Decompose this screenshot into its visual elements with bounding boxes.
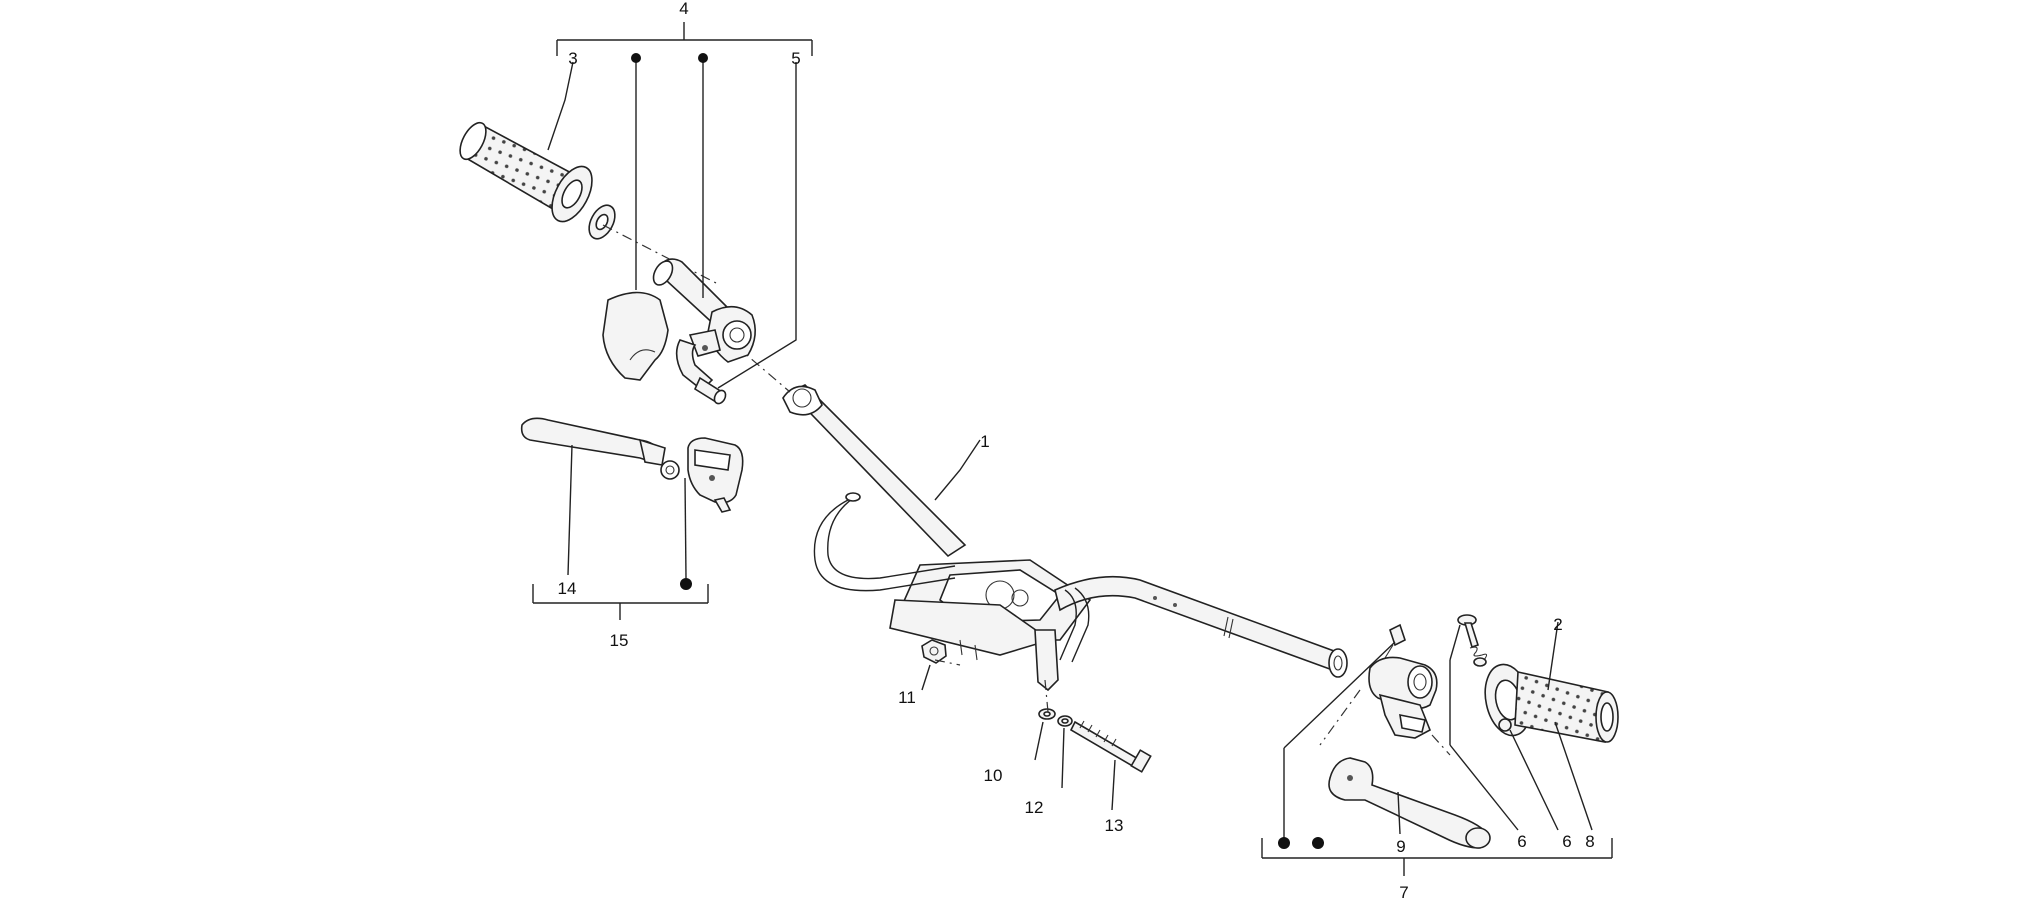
- ref-dot: [698, 53, 708, 63]
- bolt-part-13: [1069, 720, 1152, 773]
- ref-dot: [631, 53, 641, 63]
- part-label-7: 7: [1399, 883, 1408, 901]
- left-grip-part-3: [459, 121, 616, 240]
- washer-part-12: [1057, 715, 1073, 727]
- part-label-14: 14: [558, 579, 577, 598]
- part-label-3: 3: [568, 49, 577, 68]
- part-label-15: 15: [610, 631, 629, 650]
- screw-part-6: [1457, 614, 1480, 649]
- screw-left-of-right-switch: [1384, 623, 1406, 659]
- part-label-9: 9: [1396, 837, 1405, 856]
- part-label-1: 1: [980, 432, 989, 451]
- part-label-13: 13: [1105, 816, 1124, 835]
- group-7-bracket: [1261, 838, 1613, 876]
- part-label-2: 2: [1553, 615, 1562, 634]
- part-label-6: 6: [1517, 832, 1526, 851]
- left-switch-assembly: [602, 258, 756, 405]
- part-label-5: 5: [791, 49, 800, 68]
- left-master-cylinder: [660, 437, 744, 513]
- part-label-10: 10: [984, 766, 1003, 785]
- part-label-8: 8: [1585, 832, 1594, 851]
- part-label-4: 4: [679, 0, 688, 18]
- group-15-bracket: [532, 584, 709, 620]
- ref-dot: [1278, 837, 1290, 849]
- right-master-cylinder: [1368, 656, 1438, 739]
- handlebar-part-1: [782, 384, 1348, 692]
- washer-part-10: [1038, 708, 1056, 720]
- ref-dot: [1312, 837, 1324, 849]
- left-brake-lever-part-14: [520, 417, 666, 466]
- part-label-6: 6: [1562, 832, 1571, 851]
- right-grip-part-2: [1484, 663, 1619, 743]
- ref-dot: [680, 578, 692, 590]
- spring-part-6: [1469, 646, 1488, 667]
- group-4-bracket: [556, 22, 813, 56]
- part-label-12: 12: [1025, 798, 1044, 817]
- right-brake-lever-part-9: [1328, 757, 1491, 849]
- part-label-11: 11: [898, 688, 916, 707]
- nut-part-11: [921, 639, 947, 664]
